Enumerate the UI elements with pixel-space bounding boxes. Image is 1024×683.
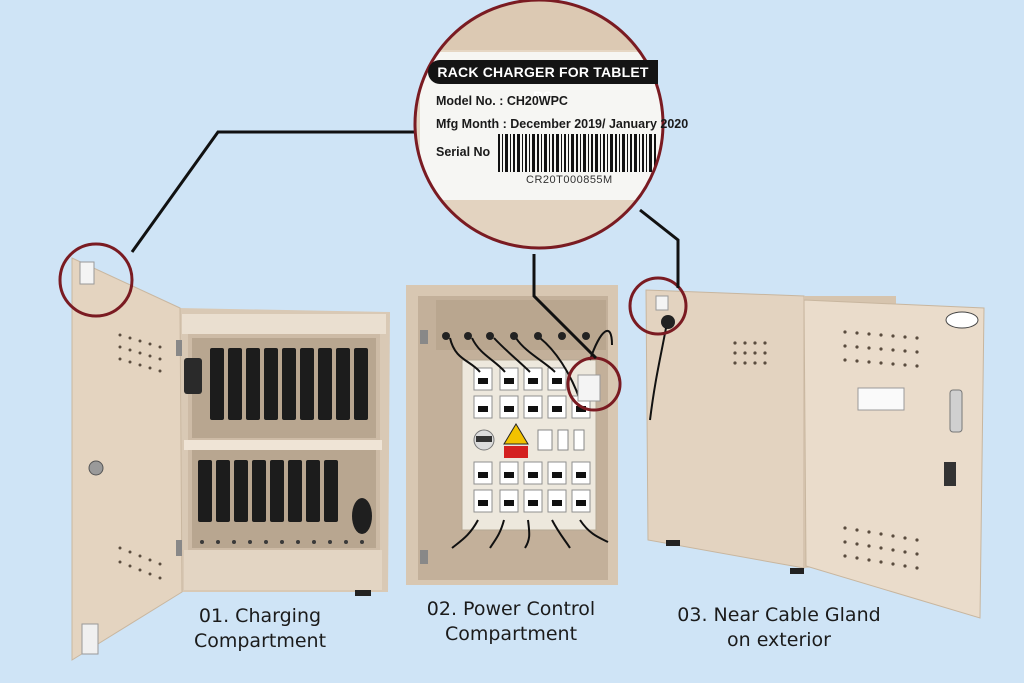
barcode xyxy=(498,134,656,172)
label-serial-label: Serial No xyxy=(436,145,491,159)
highlight-circle-cable-gland xyxy=(628,276,688,336)
label-heading: RACK CHARGER FOR TABLET PC xyxy=(428,60,658,104)
caption-power-control-compartment: 02. Power Control Compartment xyxy=(416,597,606,647)
fan-icon xyxy=(352,498,372,534)
connector-lines xyxy=(130,130,680,360)
exterior-label-sticker xyxy=(655,295,669,311)
door-label-sticker xyxy=(79,261,95,285)
caption-near-cable-gland: 03. Near Cable Gland on exterior xyxy=(664,603,894,653)
highlight-circle-door-label xyxy=(58,242,134,318)
tablet-slots-top xyxy=(210,348,368,420)
caption-line: Compartment xyxy=(193,630,327,652)
panel-label-sticker xyxy=(577,374,601,402)
caption-line: 02. Power Control xyxy=(426,598,596,620)
logo-emblem-icon xyxy=(945,311,979,329)
door-handle-icon xyxy=(949,389,963,433)
lock-icon xyxy=(88,460,104,476)
cable-gland-icon xyxy=(661,315,675,329)
exterior-sticker xyxy=(857,387,905,411)
caption-line: Compartment xyxy=(444,623,578,645)
exterior-cabinet xyxy=(628,276,985,619)
lock-icon xyxy=(944,462,956,486)
label-model-line: Model No. : CH20WPC xyxy=(436,94,568,108)
caption-line: 01. Charging xyxy=(198,605,322,627)
caption-charging-compartment: 01. Charging Compartment xyxy=(190,604,330,654)
fan-icon xyxy=(184,358,202,394)
label-mfg-line: Mfg Month : December 2019/ January 2020 xyxy=(436,117,689,131)
warning-icon xyxy=(503,423,529,445)
power-control-cabinet xyxy=(406,285,622,585)
charging-cabinet xyxy=(58,242,390,661)
caption-line: on exterior xyxy=(727,629,831,651)
label-serial-number: CR20T000855M xyxy=(526,174,613,186)
caption-line: 03. Near Cable Gland xyxy=(677,604,881,626)
tablet-slots-bottom xyxy=(198,460,338,522)
